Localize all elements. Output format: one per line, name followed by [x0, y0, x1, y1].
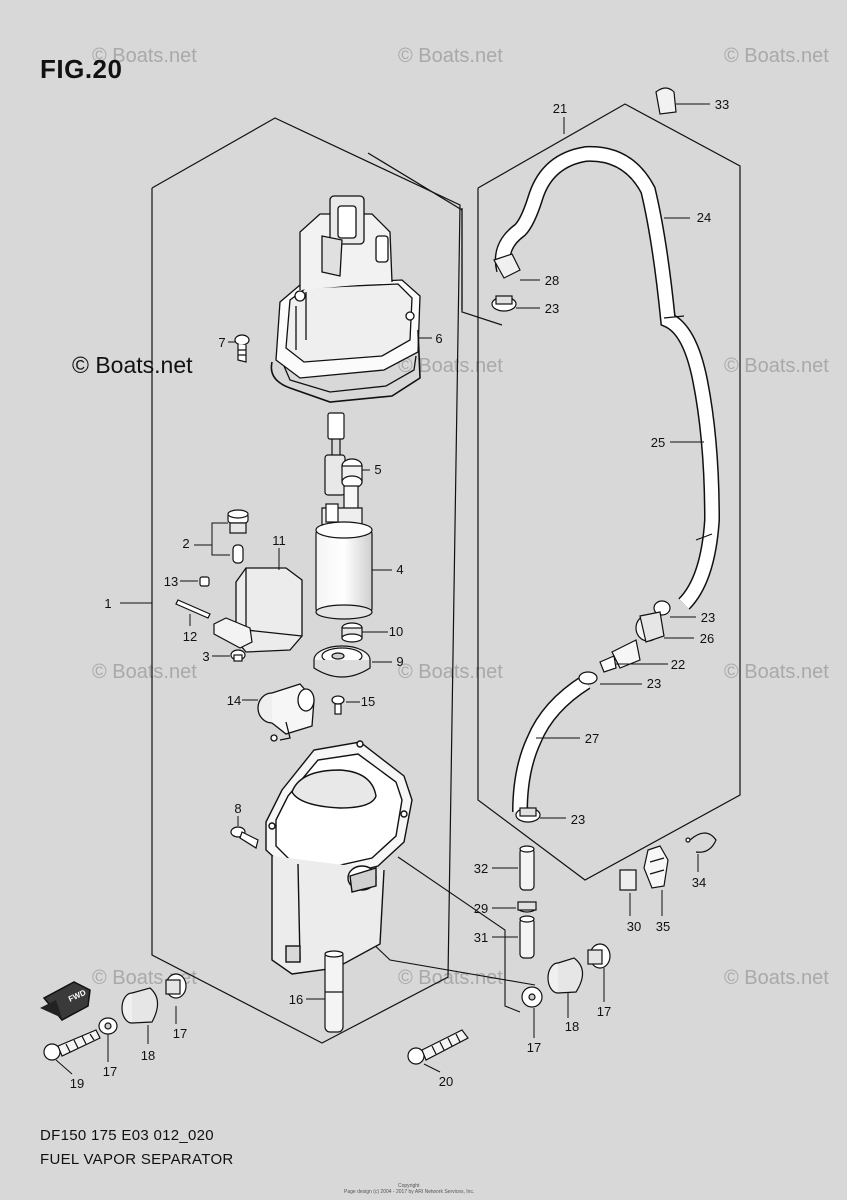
part-callout-11: 11 — [272, 533, 286, 548]
part-callout-16: 16 — [289, 992, 303, 1007]
watermark-text: © Boats.net — [398, 45, 503, 67]
part-callout-10: 10 — [389, 624, 403, 639]
part-callout-18: 18 — [141, 1048, 155, 1063]
part-callout-2: 2 — [182, 536, 189, 551]
part-callout-26: 26 — [700, 631, 714, 646]
watermark-text: © Boats.net — [724, 45, 829, 67]
part-callout-7: 7 — [218, 335, 225, 350]
part-14-pressure-regulator — [257, 683, 315, 742]
part-callout-29: 29 — [474, 901, 488, 916]
part-5-harness — [324, 412, 363, 496]
part-callout-33: 33 — [715, 97, 729, 112]
watermark-text: © Boats.net — [724, 355, 829, 377]
callout-leader-line — [423, 1063, 441, 1073]
part-callout-19: 19 — [70, 1076, 84, 1091]
right-hose-outline — [477, 103, 741, 881]
part-callout-1: 1 — [104, 596, 111, 611]
part-callout-22: 22 — [671, 657, 685, 672]
part-16-pipe — [324, 950, 344, 1033]
watermark-text: © Boats.net — [724, 967, 829, 989]
part-callout-32: 32 — [474, 861, 488, 876]
part-callout-25: 25 — [651, 435, 665, 450]
watermark-text: © Boats.net — [92, 45, 197, 67]
watermark-text: © Boats.net — [724, 661, 829, 683]
part-callout-23: 23 — [571, 812, 585, 827]
part-callout-6: 6 — [435, 331, 442, 346]
callout-leader-line — [55, 1059, 73, 1075]
part-callout-23: 23 — [647, 676, 661, 691]
boats-net-logo: © Boats.net — [72, 352, 193, 378]
part-3-screw — [230, 649, 246, 662]
part-callout-5: 5 — [374, 462, 381, 477]
part-callout-4: 4 — [396, 562, 403, 577]
part-callout-3: 3 — [202, 649, 209, 664]
part-8-screw — [230, 826, 259, 849]
watermark-text: © Boats.net — [92, 661, 197, 683]
part-callout-24: 24 — [697, 210, 711, 225]
part-callout-14: 14 — [227, 693, 241, 708]
callout-leader-line — [211, 545, 230, 556]
parts-29-32-fittings — [517, 845, 537, 959]
part-9-filter-holder — [313, 645, 371, 678]
part-callout-12: 12 — [183, 629, 197, 644]
part-26-22-inline-filter — [599, 611, 665, 673]
copyright-detail: Page design (c) 2004 - 2017 by ARI Netwo… — [344, 1189, 475, 1195]
watermark-text: © Boats.net — [398, 355, 503, 377]
part-callout-23: 23 — [701, 610, 715, 625]
parts-30-34-35-clips — [619, 832, 717, 891]
part-callout-20: 20 — [439, 1074, 453, 1089]
part-callout-17: 17 — [173, 1026, 187, 1041]
lower-mount-parts — [407, 943, 611, 1065]
part-12-pin — [175, 599, 211, 619]
part-callout-23: 23 — [545, 301, 559, 316]
part-7-screw — [234, 334, 250, 363]
part-callout-27: 27 — [585, 731, 599, 746]
part-callout-9: 9 — [396, 654, 403, 669]
part-callout-17: 17 — [527, 1040, 541, 1055]
watermark-layer: © Boats.net © Boats.net © Boats.net © Boats… — [92, 45, 829, 989]
part-10-grommet — [341, 622, 363, 643]
separator-body — [265, 740, 413, 975]
part-callout-28: 28 — [545, 273, 559, 288]
left-assembly-outline — [151, 117, 503, 1044]
figure-title: FIG.20 — [40, 54, 123, 84]
watermark-text: © Boats.net — [398, 661, 503, 683]
model-code-label: DF150 175 E03 012_020 — [40, 1127, 214, 1144]
diagram-name-label: FUEL VAPOR SEPARATOR — [40, 1151, 234, 1168]
part-callout-15: 15 — [361, 694, 375, 709]
part-6-cover-assembly — [270, 195, 421, 403]
part-13-clip — [199, 576, 210, 587]
copyright-label: Copyright — [398, 1183, 420, 1189]
part-4-fuel-pump — [315, 485, 373, 620]
part-callout-35: 35 — [656, 919, 670, 934]
fwd-arrow-icon: FWD — [40, 981, 91, 1021]
part-2-fitting — [227, 509, 249, 564]
hose-assembly — [494, 145, 721, 813]
watermark-text: © Boats.net — [398, 967, 503, 989]
part-callout-17: 17 — [597, 1004, 611, 1019]
part-callout-31: 31 — [474, 930, 488, 945]
pump-bracket — [213, 617, 253, 649]
part-callout-30: 30 — [627, 919, 641, 934]
left-mount-parts — [43, 973, 187, 1061]
part-callout-17: 17 — [103, 1064, 117, 1079]
callout-leader-line — [194, 522, 228, 546]
part-callout-34: 34 — [692, 875, 706, 890]
part-callout-13: 13 — [164, 574, 178, 589]
part-callout-18: 18 — [565, 1019, 579, 1034]
hose-clamps — [491, 87, 677, 823]
part-callout-8: 8 — [234, 801, 241, 816]
part-callout-21: 21 — [553, 101, 567, 116]
part-15-screw — [331, 695, 345, 715]
